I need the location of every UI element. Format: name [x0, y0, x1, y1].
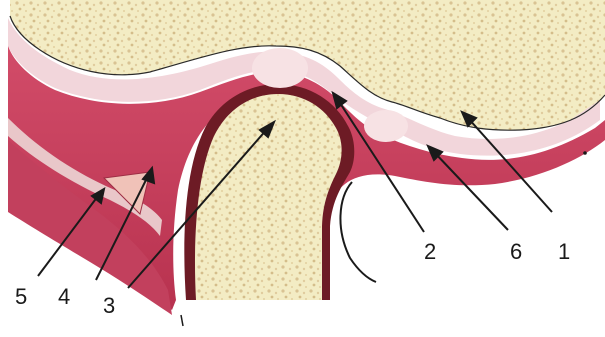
speck	[583, 151, 587, 155]
label-3: 3	[103, 293, 115, 318]
label-4: 4	[58, 284, 70, 309]
articular-disc-posterior	[364, 110, 408, 142]
label-1: 1	[558, 239, 570, 264]
label-6: 6	[510, 239, 522, 264]
label-5: 5	[15, 284, 27, 309]
label-2: 2	[424, 239, 436, 264]
articular-disc-anterior	[252, 48, 308, 88]
